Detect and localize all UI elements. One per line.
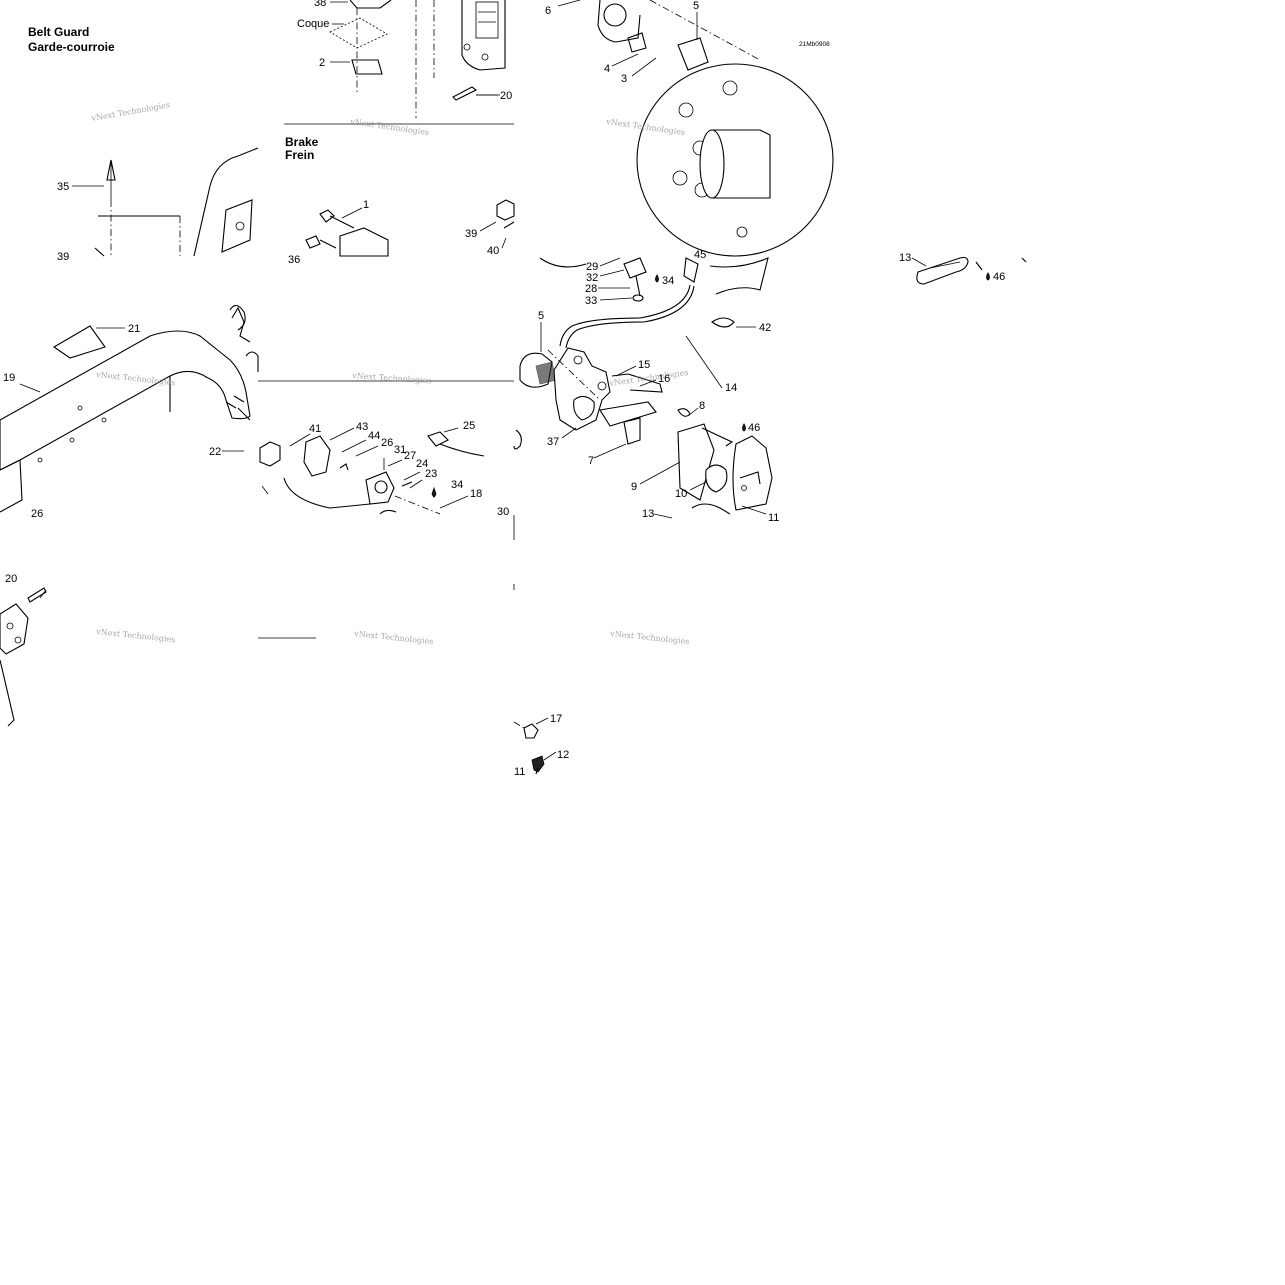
brake-disc-drawing	[597, 0, 834, 257]
belt-guard-console-drawing	[94, 147, 259, 257]
callout-number: 18	[470, 488, 482, 500]
callout-number: 17	[550, 713, 562, 725]
callout-number: 31	[394, 444, 406, 456]
callout-number: 33	[585, 295, 597, 307]
watermark-text: vNext Technologies	[90, 100, 171, 123]
watermark-text: vNext Technologies	[349, 117, 430, 137]
section-title-line: Garde-courroie	[28, 40, 115, 54]
callout-number: 46	[993, 271, 1005, 283]
divider-lines	[258, 123, 515, 639]
callout-number: 7	[588, 455, 594, 467]
belt-guard-cover-drawing	[0, 304, 259, 513]
callout-number: 23	[425, 468, 437, 480]
leader-lines	[19, 0, 927, 761]
callout-number: 46	[748, 422, 760, 434]
coque-label: Coque	[297, 18, 329, 30]
section-title-line: Brake	[285, 135, 319, 149]
watermark-text: vNext Technologies	[95, 627, 176, 644]
callout-number: 37	[547, 436, 559, 448]
brake-switch-drawing	[259, 431, 485, 515]
callout-number: 32	[586, 272, 598, 284]
callout-number: 27	[404, 450, 416, 462]
section-title-belt-guard: Belt Guard Garde-courroie	[28, 25, 115, 54]
callout-number: 25	[463, 420, 475, 432]
callout-number: 42	[759, 322, 771, 334]
callout-number: 40	[487, 245, 499, 257]
callout-number: 11	[514, 766, 525, 778]
callout-number: 14	[725, 382, 737, 394]
callout-number: 38	[314, 0, 326, 9]
callout-number: 34	[451, 479, 463, 491]
callout-number: 30	[497, 506, 509, 518]
callout-number: 4	[604, 63, 610, 75]
callout-number: 45	[694, 249, 706, 261]
callout-number: 11	[768, 512, 779, 524]
callout-number: 24	[416, 458, 428, 470]
callout-number: 28	[585, 283, 597, 295]
callout-number: 39	[465, 228, 477, 240]
callout-numbers: 38 2 20 6 5 4 3 35 39 1 36 39 40 29 32 2…	[3, 0, 1005, 778]
watermark-text: vNext Technologies	[609, 629, 690, 646]
drawing-code: 21Mb0908	[799, 41, 830, 48]
callout-number: 13	[899, 252, 911, 264]
section-title-line: Belt Guard	[28, 25, 89, 39]
section-title-line: Frein	[285, 148, 314, 162]
grease-drop-icons	[432, 272, 990, 498]
callout-number: 21	[128, 323, 140, 335]
callout-number: 29	[586, 261, 598, 273]
callout-number: 36	[288, 254, 300, 266]
callout-number: 19	[3, 372, 15, 384]
callout-number: 43	[356, 421, 368, 433]
callout-number: 39	[57, 251, 69, 263]
callout-number: 22	[209, 446, 221, 458]
callout-number: 13	[642, 508, 654, 520]
callout-number: 5	[538, 310, 544, 322]
watermark-text: vNext Technologies	[353, 629, 434, 646]
callout-number: 9	[631, 481, 637, 493]
callout-number: 34	[662, 275, 674, 287]
callout-number: 6	[545, 5, 551, 17]
callout-number: 20	[5, 573, 17, 585]
callout-number: 15	[638, 359, 650, 371]
callout-number: 3	[621, 73, 627, 85]
callout-number: 1	[363, 199, 369, 211]
section-title-brake: Brake Frein	[285, 135, 319, 162]
lower-bracket-drawing	[0, 587, 47, 727]
watermark-text: vNext Technologies	[351, 371, 432, 386]
cotter-pin-drawing	[916, 256, 1027, 285]
callout-number: 26	[381, 437, 393, 449]
watermark-text: vNext Technologies	[608, 368, 689, 388]
callout-number: 16	[658, 373, 670, 385]
callout-number: 5	[693, 0, 699, 12]
callout-number: 35	[57, 181, 69, 193]
callout-number: 10	[675, 488, 687, 500]
brake-caliper-drawing	[513, 257, 773, 515]
belt-guard-bracket-drawing	[329, 0, 506, 118]
callout-number: 20	[500, 90, 512, 102]
callout-number: 8	[699, 400, 705, 412]
brake-bolts-drawing	[305, 199, 515, 257]
nut-and-screw-drawing	[513, 584, 545, 775]
callout-number: 12	[557, 749, 569, 761]
callout-number: 2	[319, 57, 325, 69]
callout-number: 41	[309, 423, 321, 435]
callout-number: 44	[368, 430, 380, 442]
callout-number: 26	[31, 508, 43, 520]
